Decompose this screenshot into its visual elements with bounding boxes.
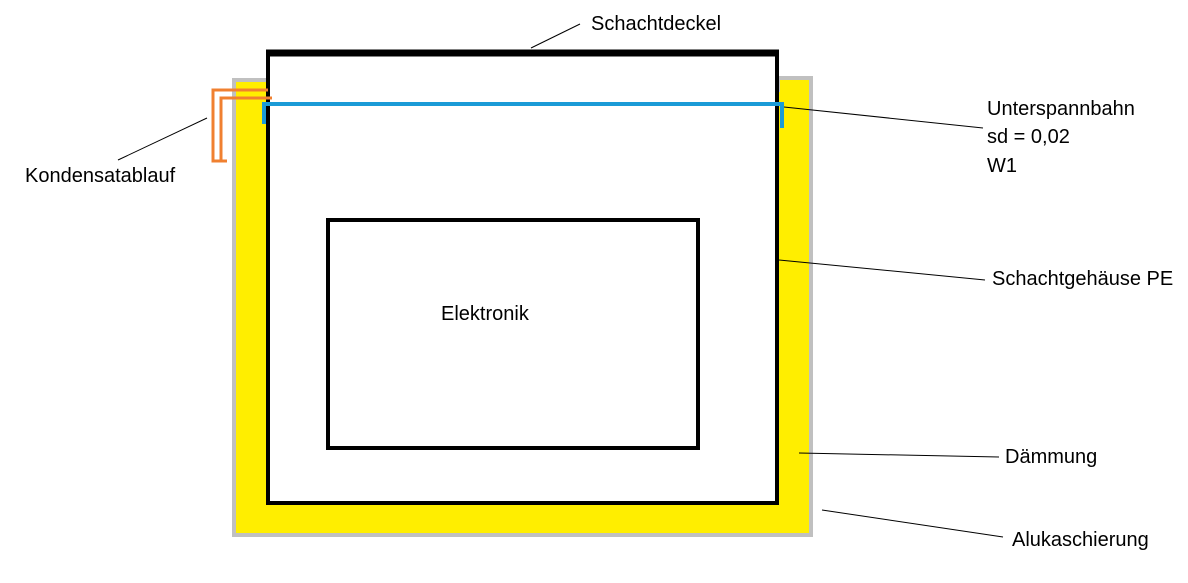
leader-line-housing bbox=[778, 259, 986, 281]
underlay-membrane bbox=[262, 102, 784, 128]
label-condensate-drain: Kondensatablauf bbox=[25, 165, 176, 187]
leader-line-membrane bbox=[783, 106, 984, 129]
label-membrane-line-1: Unterspannbahn bbox=[987, 98, 1135, 120]
label-aluminium-foil: Alukaschierung bbox=[1012, 529, 1149, 551]
leader-line-insulation bbox=[798, 452, 1000, 458]
condensate-drain-pipe-inner bbox=[219, 96, 272, 161]
leader-line-foil bbox=[821, 509, 1004, 538]
label-shaft-housing: Schachtgehäuse PE bbox=[992, 268, 1173, 290]
leader-line-drain bbox=[117, 117, 208, 161]
label-lid: Schachtdeckel bbox=[591, 13, 721, 35]
label-electronics: Elektronik bbox=[441, 303, 530, 325]
label-membrane-line-2: sd = 0,02 bbox=[987, 126, 1070, 148]
leader-line-lid bbox=[530, 23, 581, 49]
label-insulation: Dämmung bbox=[1005, 446, 1097, 468]
electronics-box bbox=[326, 218, 700, 450]
label-membrane-line-3: W1 bbox=[987, 155, 1017, 177]
